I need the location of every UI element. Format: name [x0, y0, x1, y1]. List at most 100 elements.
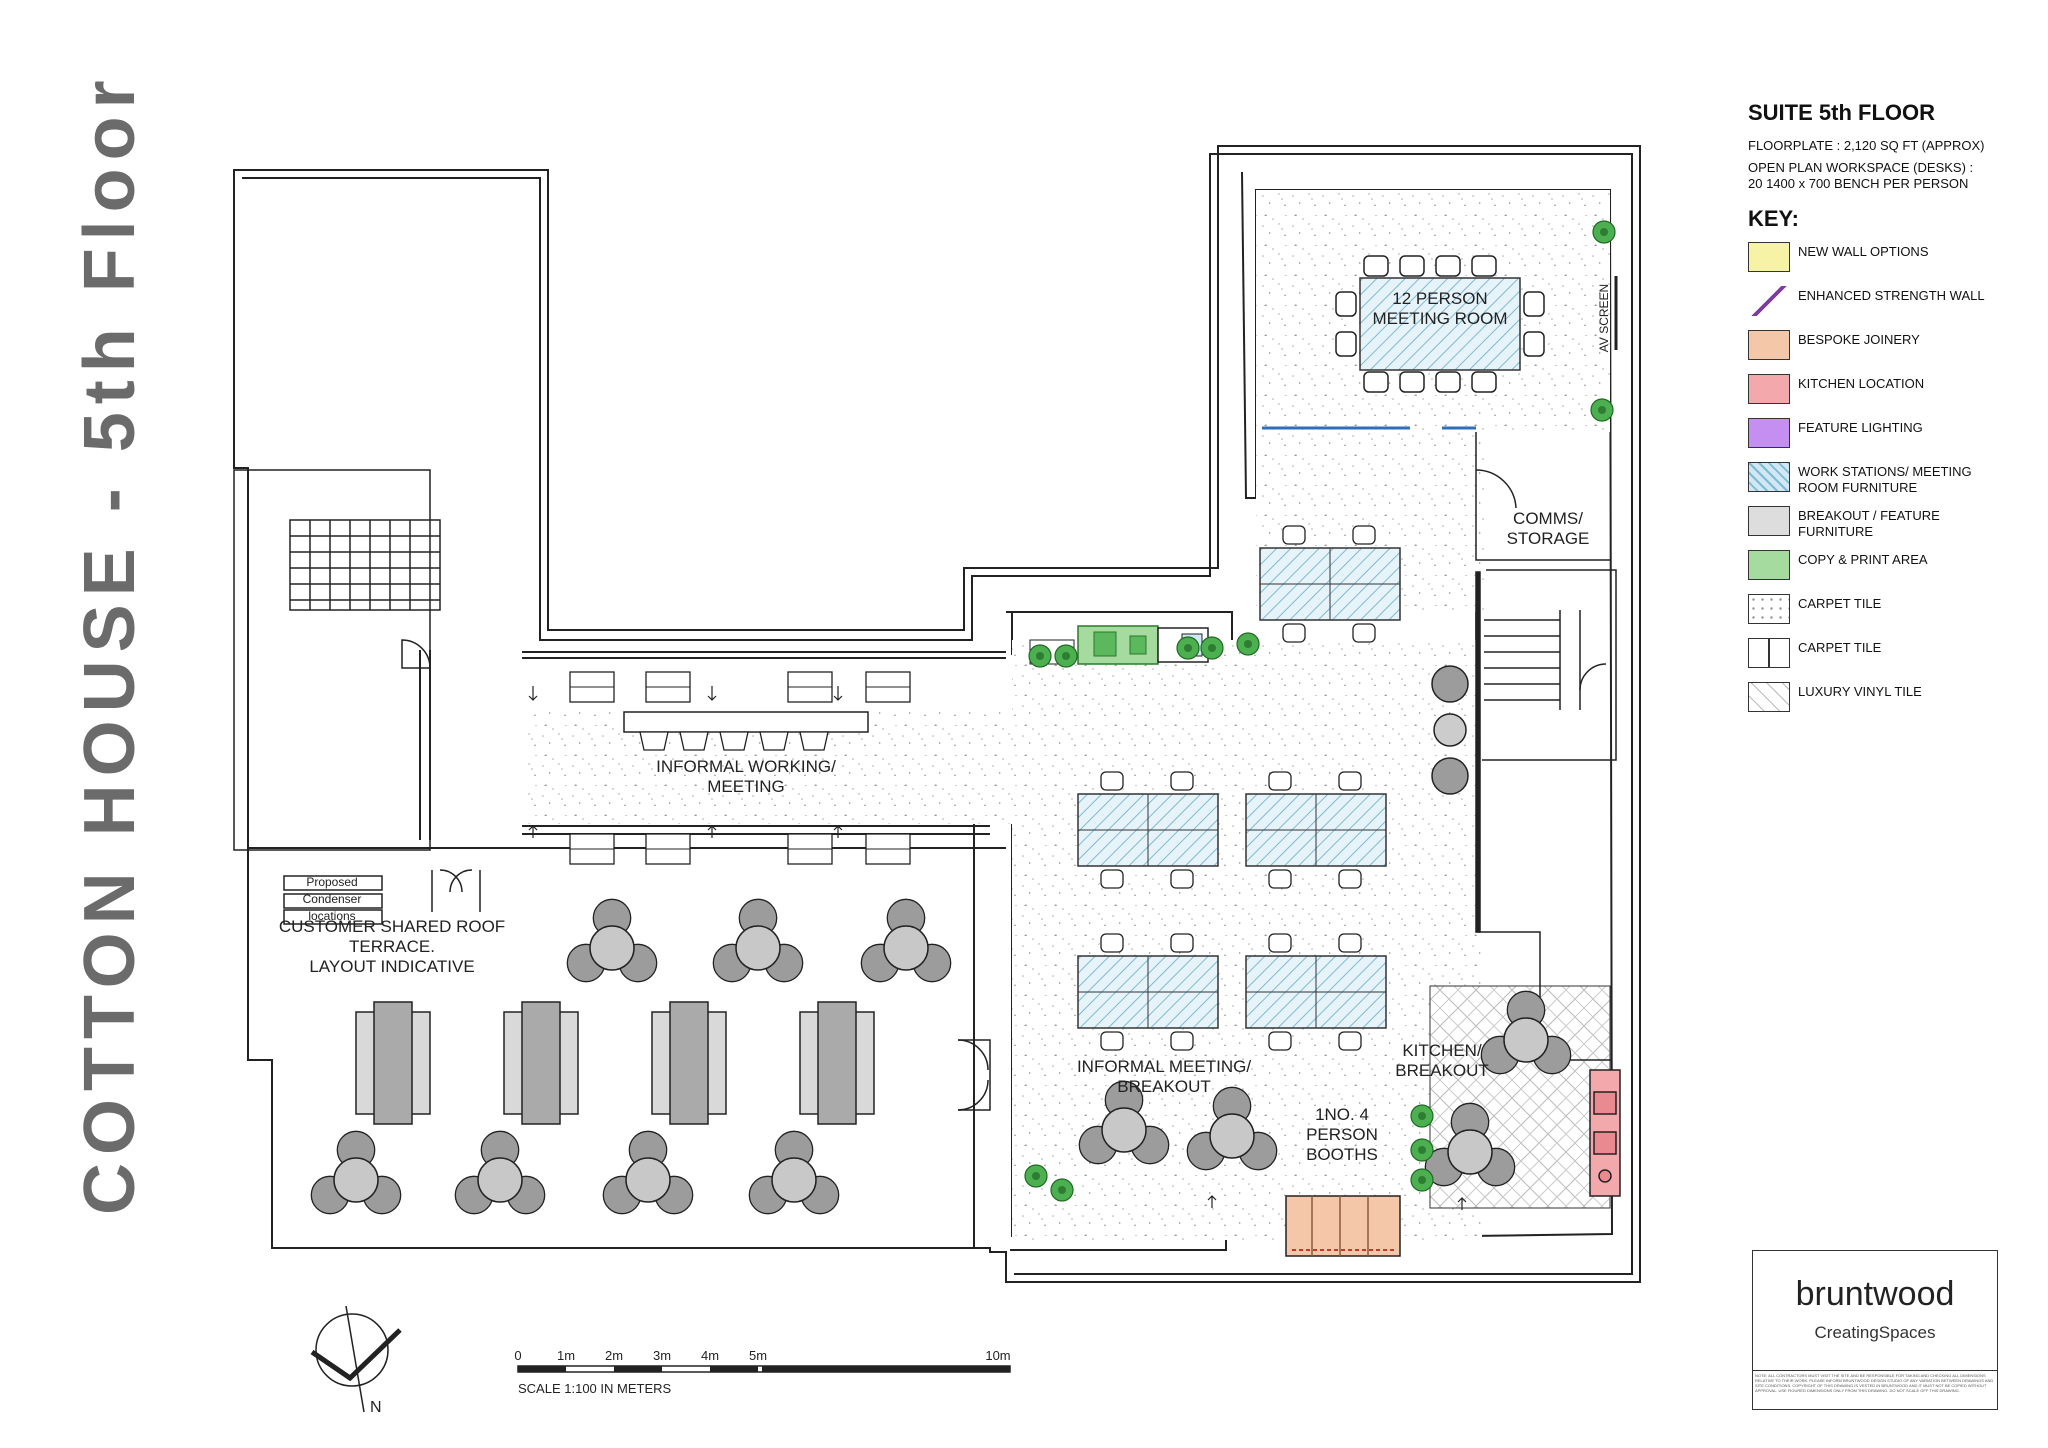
kitchen-location: [1589, 1069, 1621, 1197]
plant-icon: [1176, 636, 1200, 660]
chair: [1100, 1031, 1124, 1051]
key-label: WORK STATIONS/ MEETING ROOM FURNITURE: [1798, 464, 1972, 495]
key-swatch: [1748, 506, 1790, 536]
key-label: BESPOKE JOINERY: [1798, 332, 1920, 347]
table-top: [625, 1157, 671, 1203]
stool: [719, 731, 749, 751]
key-item: KITCHEN LOCATION: [1748, 374, 2048, 418]
chair: [1435, 371, 1461, 393]
chair: [1170, 1031, 1194, 1051]
table-top: [1503, 1017, 1549, 1063]
key-item: LUXURY VINYL TILE: [1748, 682, 2048, 726]
desk-cluster: [1245, 933, 1387, 1051]
key-swatch: [1748, 550, 1790, 580]
plant-icon: [1410, 1104, 1434, 1128]
window-seats: [569, 671, 911, 865]
plant-icon: [1024, 1164, 1048, 1188]
chair: [1435, 255, 1461, 277]
chair: [1335, 291, 1357, 317]
scale-tick-label: 10m: [985, 1348, 1010, 1363]
terrace-tables: [355, 1001, 875, 1125]
key-label: BREAKOUT / FEATURE FURNITURE: [1798, 508, 1940, 539]
round-table: [310, 1130, 402, 1215]
plants: [1024, 220, 1616, 1202]
door-arrows: [528, 686, 1467, 1210]
key-label: CARPET TILE: [1798, 640, 1882, 655]
plant-icon: [1590, 398, 1614, 422]
svg-text:BREAKOUT: BREAKOUT: [1117, 1077, 1211, 1096]
key-item: BREAKOUT / FEATURE FURNITURE: [1748, 506, 2048, 550]
key-swatch: [1748, 286, 1790, 316]
key-swatch: [1748, 682, 1790, 712]
workspace-info-2: 20 1400 x 700 BENCH PER PERSON: [1748, 176, 1969, 191]
svg-text:KITCHEN/: KITCHEN/: [1402, 1041, 1482, 1060]
table-top: [735, 925, 781, 971]
svg-text:Proposed: Proposed: [306, 875, 357, 889]
key-swatch: [1748, 462, 1790, 492]
workstations: [1077, 525, 1401, 1051]
table-top: [1447, 1129, 1493, 1175]
stool: [679, 731, 709, 751]
chair: [1363, 255, 1389, 277]
chair: [1363, 371, 1389, 393]
svg-text:1NO. 4: 1NO. 4: [1315, 1105, 1369, 1124]
chair: [1399, 255, 1425, 277]
key-label: NEW WALL OPTIONS: [1798, 244, 1929, 259]
svg-text:LAYOUT INDICATIVE: LAYOUT INDICATIVE: [309, 957, 474, 976]
table-top: [333, 1157, 379, 1203]
chair: [1352, 623, 1376, 643]
desk-cluster: [1077, 933, 1219, 1051]
svg-text:locations: locations: [308, 909, 355, 923]
desk-cluster: [1077, 771, 1219, 889]
scale-tick-label: 1m: [557, 1348, 575, 1363]
north-label: N: [370, 1399, 382, 1416]
key-item: BESPOKE JOINERY: [1748, 330, 2048, 374]
stool: [759, 731, 789, 751]
chair: [1282, 525, 1306, 545]
plant-icon: [1592, 220, 1616, 244]
svg-text:INFORMAL MEETING/: INFORMAL MEETING/: [1077, 1057, 1251, 1076]
chair: [1338, 1031, 1362, 1051]
key-item: FEATURE LIGHTING: [1748, 418, 2048, 462]
round-table: [860, 898, 952, 983]
chair: [1399, 371, 1425, 393]
svg-text:INFORMAL WORKING/: INFORMAL WORKING/: [656, 757, 836, 776]
key-title: KEY:: [1748, 206, 1799, 231]
key-item: CARPET TILE: [1748, 638, 2048, 682]
stool: [799, 731, 829, 751]
chair: [1282, 623, 1306, 643]
chair: [1338, 869, 1362, 889]
chair: [1523, 291, 1545, 317]
scale-tick-label: 0: [514, 1348, 521, 1363]
round-table: [712, 898, 804, 983]
svg-text:BOOTHS: BOOTHS: [1306, 1145, 1378, 1164]
key-swatch: [1748, 374, 1790, 404]
table-top: [771, 1157, 817, 1203]
floorplate-info: FLOORPLATE : 2,120 SQ FT (APPROX): [1748, 138, 1985, 153]
chair: [1268, 771, 1292, 791]
round-tables: [310, 898, 1572, 1215]
svg-text:12 PERSON: 12 PERSON: [1392, 289, 1487, 308]
brand-logo: bruntwood: [1795, 1275, 1955, 1313]
chair: [1268, 933, 1292, 953]
av-screen-label: AV SCREEN: [1597, 284, 1611, 352]
key-items: NEW WALL OPTIONS ENHANCED STRENGTH WALL BE…: [1748, 242, 2048, 726]
round-table: [566, 898, 658, 983]
suite-title: SUITE 5th FLOOR: [1748, 100, 1935, 125]
table-top: [477, 1157, 523, 1203]
terrace-doors: [957, 1039, 991, 1111]
key-swatch: [1748, 638, 1790, 668]
stair-core-right: [1475, 569, 1617, 761]
chair: [1338, 771, 1362, 791]
svg-text:Condenser: Condenser: [303, 892, 362, 906]
round-table: [454, 1130, 546, 1215]
chair: [1170, 771, 1194, 791]
comms-room: [1475, 432, 1612, 1061]
key-item: ENHANCED STRENGTH WALL: [1748, 286, 2048, 330]
desk-cluster: [1245, 771, 1387, 889]
round-table: [602, 1130, 694, 1215]
svg-text:MEETING: MEETING: [707, 777, 784, 796]
informal-bench: [623, 711, 869, 733]
scale-tick-label: 5m: [749, 1348, 767, 1363]
